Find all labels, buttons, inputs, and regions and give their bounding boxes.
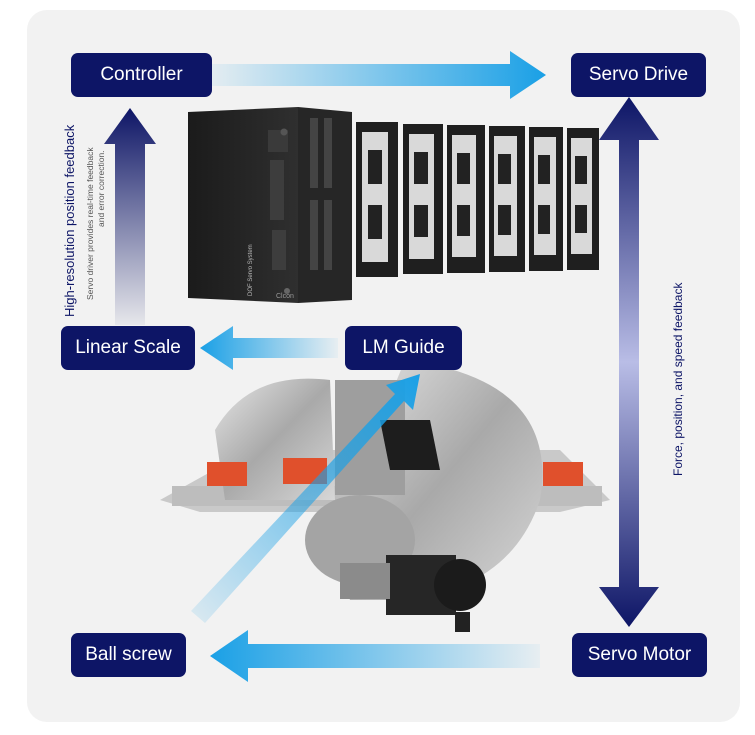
- servo-system-image: [188, 107, 599, 303]
- lm-guide-node[interactable]: LM Guide: [345, 326, 462, 370]
- ball-screw-node[interactable]: Ball screw: [71, 633, 186, 677]
- left-feedback-line1: Servo driver provides real-time feedback: [85, 147, 95, 300]
- linear-scale-node[interactable]: Linear Scale: [61, 326, 195, 370]
- servo-unit-brand: Clcon: [276, 293, 294, 300]
- controller-node[interactable]: Controller: [71, 53, 212, 97]
- arrow-controller-to-servo-drive: [206, 51, 546, 99]
- arrow-ball-screw-to-lm-guide: [191, 374, 420, 623]
- drive-modules: [356, 122, 599, 277]
- servo-motor-node[interactable]: Servo Motor: [572, 633, 707, 677]
- right-feedback-title: Force, position, and speed feedback: [671, 282, 685, 476]
- left-feedback-line2: and error correction.: [96, 150, 106, 227]
- motion-stage-image: [160, 360, 610, 632]
- servo-drive-node[interactable]: Servo Drive: [571, 53, 706, 97]
- arrow-lm-guide-to-linear-scale: [200, 326, 338, 370]
- left-feedback-title: High-resolution position feedback: [62, 124, 77, 317]
- servo-unit-label: DOF Servo System: [248, 244, 254, 296]
- arrow-servo-drive-servo-motor-bidirectional: [599, 97, 659, 627]
- arrow-servo-motor-to-ball-screw: [210, 630, 540, 682]
- arrow-linear-scale-to-controller: [104, 108, 156, 325]
